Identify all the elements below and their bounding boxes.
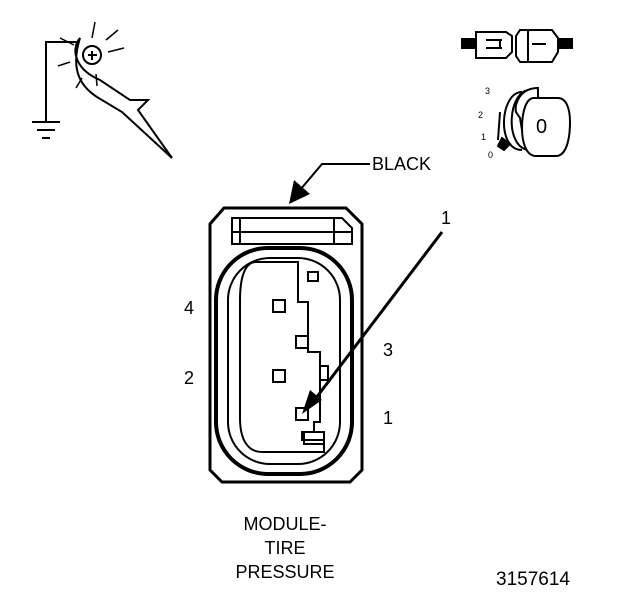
test-probe-ground-icon xyxy=(32,21,173,159)
ignition-position-1: 1 xyxy=(481,132,487,142)
connector-title-line-3: PRESSURE xyxy=(235,562,335,582)
callout-number: 1 xyxy=(441,208,452,228)
color-label: BLACK xyxy=(372,154,432,174)
ignition-key-label: 0 xyxy=(536,116,548,138)
connector-disconnected-icon xyxy=(461,29,573,63)
ignition-position-3: 3 xyxy=(485,86,491,96)
connector-title-line-1: MODULE- xyxy=(243,514,327,534)
ignition-position-2: 2 xyxy=(478,110,484,120)
tire-pressure-module-connector xyxy=(208,206,364,484)
black-callout-arrow xyxy=(289,163,370,204)
pin-label-4: 4 xyxy=(184,298,195,318)
pin-label-2: 2 xyxy=(184,368,195,388)
pin-3-cavity xyxy=(295,335,309,349)
pin-1-callout-arrow xyxy=(302,231,444,414)
pin-label-1: 1 xyxy=(383,408,394,428)
figure-number: 3157614 xyxy=(496,569,570,590)
ignition-position-0: 0 xyxy=(488,150,494,160)
pin-label-3: 3 xyxy=(383,340,394,360)
pin-4-cavity xyxy=(272,299,286,313)
pin-2-cavity xyxy=(272,369,286,383)
pin-cavities xyxy=(272,299,309,421)
connector-title-line-2: TIRE xyxy=(264,538,306,558)
ignition-key-icon xyxy=(496,86,572,157)
connector-title: MODULE- TIRE PRESSURE xyxy=(210,512,360,584)
